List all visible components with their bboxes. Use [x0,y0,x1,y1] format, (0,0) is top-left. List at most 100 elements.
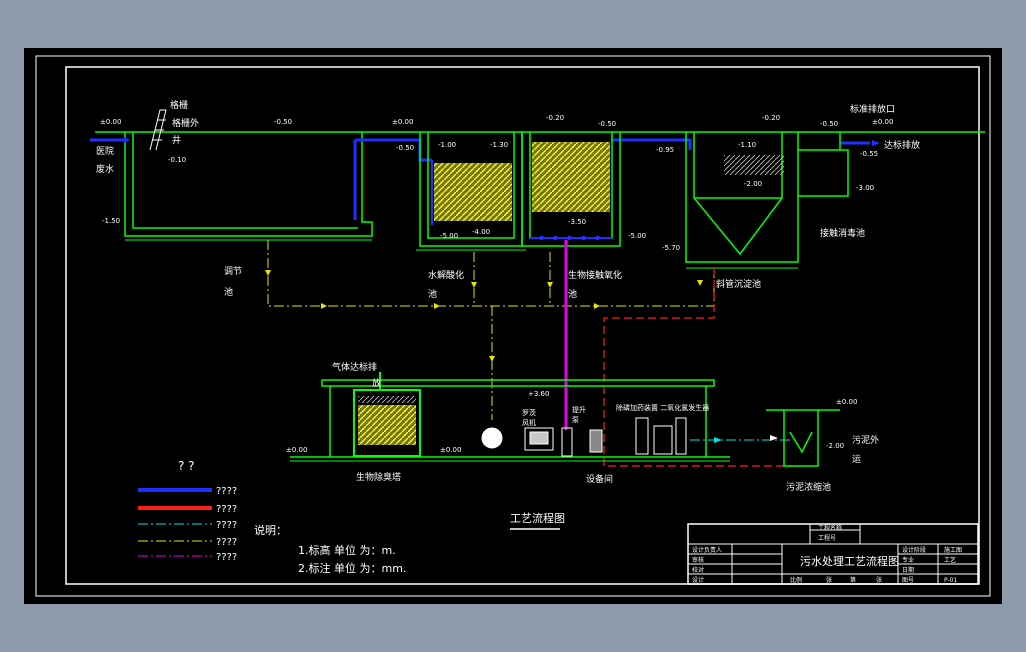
notes: 说明： 1.标高 单位 为：m. 2.标注 单位 为：mm. [254,523,406,575]
elev-21: -0.55 [860,150,878,158]
elev-2: -0.50 [274,118,292,126]
sludge-pipe-line [603,268,794,467]
sheet-border-inner [65,66,980,585]
inclined-tube-pack [724,155,784,175]
label-pump-2: 泵 [572,416,579,424]
bio-deodor-media [358,405,416,445]
elev-17: -0.50 [820,120,838,128]
label-gas-standard-1: 气体达标排 [332,361,377,373]
tb-cell-left-2: 审核 [692,556,704,564]
label-hospital-wastewater-1: 医院 [96,145,114,157]
label-pump-1: 提升 [572,405,586,414]
label-sludge-tank: 污泥浓缩池 [786,481,831,493]
sludge-thickener [766,409,840,467]
elev-9: -1.00 [438,141,456,149]
notes-line-2: 2.标注 单位 为：mm. [298,561,406,575]
hydrolysis-media [434,163,512,221]
tb-bottom-4: 张 [876,576,882,584]
tb-cell-left-4: 设计 [692,576,704,584]
elev-27: ±0.00 [836,398,857,406]
elev-4: -1.50 [102,217,120,225]
adjustment-tank [124,132,373,241]
elev-20: -2.00 [744,180,762,188]
label-adjust-2: 池 [224,286,233,298]
drawing-sheet [24,48,1002,604]
notes-title: 说明： [254,523,287,537]
label-hospital-wastewater-2: 废水 [96,163,114,175]
elev-16: -0.20 [762,114,780,122]
return-flow-arrows [265,270,703,362]
legend-title: ? ? [178,459,195,473]
elev-24: +3.60 [528,390,549,398]
elev-22: -3.00 [856,184,874,192]
legend-label-4: ???? [216,537,237,548]
elev-11: -5.00 [440,232,458,240]
label-grille-outer: 格栅外 [172,117,199,129]
sludge-thickener-arrows [770,435,778,441]
tb-cell-left-3: 校对 [692,566,704,574]
elev-5: ±0.00 [392,118,413,126]
label-grille-well-1: 格栅 [170,99,188,111]
label-bio-contact-1: 生物接触氧化 [568,269,622,281]
elev-26: ±0.00 [440,446,461,454]
bio-deodor-top [358,396,416,403]
label-gas-standard-2: 放 [372,377,381,389]
tb-row-top1: 工程名称 [818,524,842,532]
elev-28: -2.00 [826,442,844,450]
tb-cell-right-val-1: 施工图 [944,546,962,554]
elev-3: -0.10 [168,156,186,164]
bio-contact-media [532,142,610,212]
tb-cell-left-1: 设计负责人 [692,546,722,554]
elev-25: ±0.00 [286,446,307,454]
elev-7: -0.20 [546,114,564,122]
elev-14: -5.00 [628,232,646,240]
label-outlet-1: 标准排放口 [850,103,895,115]
tb-cell-right-val-4: P-01 [944,577,957,584]
legend-label-3: ???? [216,520,237,531]
drawing-caption: 工艺流程图 [510,511,565,525]
label-bio-contact-2: 池 [568,288,577,300]
grille-well [149,109,167,151]
elev-6: -0.50 [396,144,414,152]
tb-cell-right-1: 设计阶段 [902,546,926,554]
label-hydrolysis-1: 水解酸化 [428,269,464,281]
tb-cell-right-4: 图号 [902,577,914,584]
label-equipment-room: 设备间 [586,473,613,485]
sheet-border-outer [35,55,991,597]
elev-15: -0.95 [656,146,674,154]
tb-bottom-2: 张 [826,576,832,584]
tb-drawing-title: 污水处理工艺流程图 [800,554,899,568]
label-sludge-out-2: 运 [852,454,861,465]
elev-18: ±0.00 [872,118,893,126]
elev-19: -1.10 [738,141,756,149]
label-dosing: 除磷加药装置 二氧化氯发生器 [616,403,709,412]
cyan-flow-arrow [714,437,722,443]
label-fan-2: 风机 [522,418,536,427]
tb-bottom-3: 第 [850,576,856,584]
tb-bottom-1: 比例 [790,576,802,584]
elev-8: -0.50 [598,120,616,128]
bio-deodor-tower [353,372,421,457]
title-block [687,523,979,585]
label-sludge-out-1: 污泥外 [852,434,879,446]
inclined-settling-tank [685,132,799,269]
elev-12: -4.00 [472,228,490,236]
label-outlet-2: 达标排放 [884,139,920,151]
legend-label-2: ???? [216,504,237,515]
tb-row-top2: 工程号 [818,534,836,542]
elev-13: -3.50 [568,218,586,226]
tb-cell-right-3: 日期 [902,566,914,574]
label-disinfect: 接触消毒池 [820,227,865,239]
label-bio-deodor: 生物除臭塔 [356,471,401,483]
elev-23: -5.70 [662,244,680,252]
notes-line-1: 1.标高 单位 为：m. [298,543,396,557]
label-fan-1: 罗茨 [522,408,536,417]
legend-label-1: ???? [216,486,237,497]
legend: ? ? ???? ???? ???? ???? ???? [138,459,237,563]
legend-label-5: ???? [216,552,237,563]
label-adjust-1: 调节 [224,266,242,277]
aeration-bubbles [540,236,599,240]
ground-line-top [95,131,985,133]
flow-arrows-main [124,137,880,146]
